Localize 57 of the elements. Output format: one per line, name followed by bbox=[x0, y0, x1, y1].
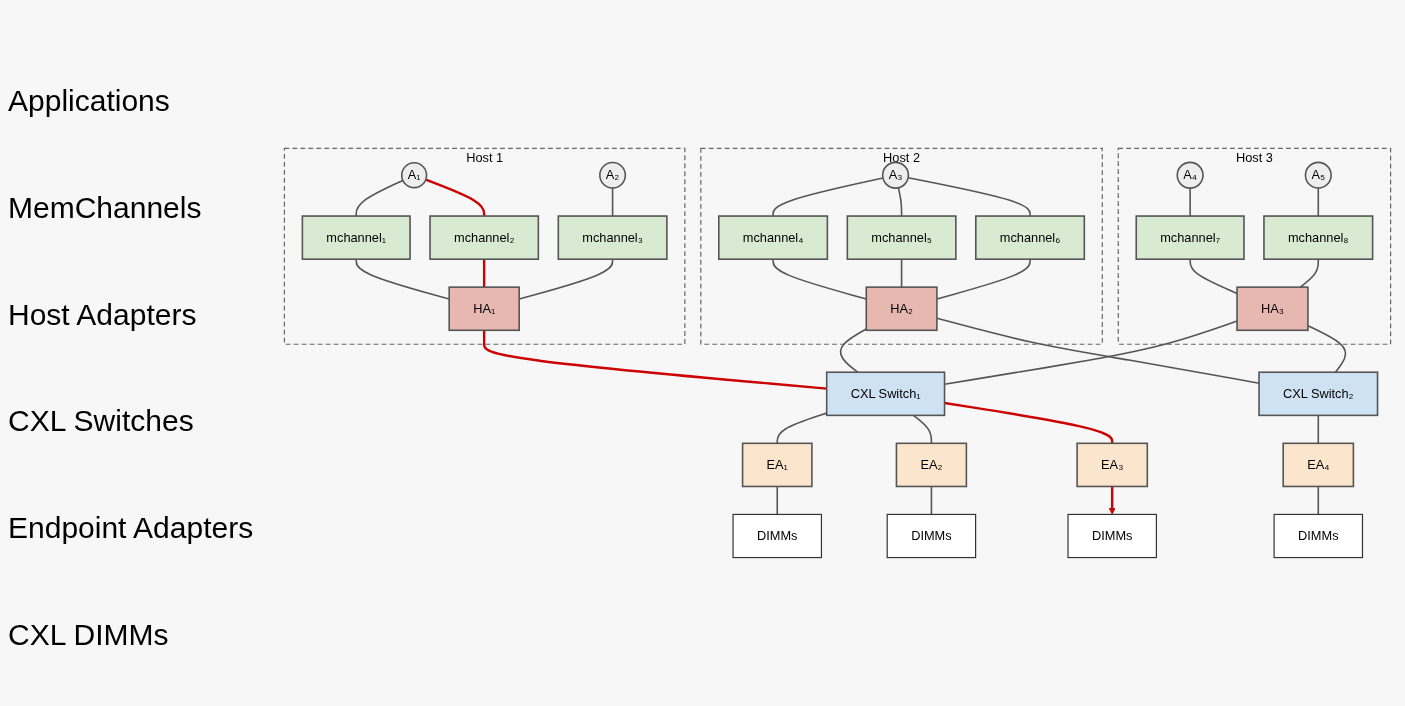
node-box: HA₁ bbox=[448, 286, 520, 332]
node-box: mchannel₄ bbox=[718, 215, 829, 260]
node-box: DIMMs bbox=[886, 513, 977, 559]
connector bbox=[1189, 187, 1191, 217]
node-box: CXL Switch₁ bbox=[825, 371, 946, 417]
node-box: mchannel₁ bbox=[301, 215, 411, 260]
connector bbox=[936, 258, 1031, 300]
node-box: mchannel₅ bbox=[846, 215, 957, 260]
connector bbox=[355, 179, 404, 217]
node-box: DIMMs bbox=[1273, 513, 1364, 559]
connector bbox=[483, 259, 486, 288]
node-box: HA₃ bbox=[1236, 286, 1309, 332]
node-box: mchannel₆ bbox=[975, 215, 1086, 260]
connector bbox=[425, 178, 486, 217]
connector bbox=[772, 177, 884, 217]
connector bbox=[1317, 187, 1320, 217]
connector bbox=[1307, 324, 1347, 374]
node-box: EA₄ bbox=[1282, 442, 1355, 488]
connector bbox=[1189, 258, 1238, 295]
node-box: mchannel₈ bbox=[1263, 215, 1374, 260]
connector bbox=[1317, 485, 1320, 516]
node-circle: A₁ bbox=[400, 162, 428, 189]
connector bbox=[900, 258, 903, 288]
node-box: DIMMs bbox=[732, 513, 823, 559]
node-box: mchannel₃ bbox=[557, 215, 668, 260]
node-box: DIMMs bbox=[1067, 513, 1157, 559]
node-circle: A₂ bbox=[599, 161, 627, 189]
connector bbox=[912, 414, 933, 445]
node-box: mchannel₂ bbox=[429, 215, 540, 260]
connector bbox=[897, 187, 903, 217]
connector bbox=[611, 187, 614, 217]
connector bbox=[776, 485, 779, 516]
row-label: Endpoint Adapters bbox=[8, 510, 255, 545]
connector bbox=[930, 485, 933, 516]
node-circle: A₃ bbox=[881, 161, 910, 189]
row-label: CXL Switches bbox=[8, 404, 195, 439]
connector bbox=[1299, 258, 1320, 288]
node-box: EA₂ bbox=[895, 442, 968, 488]
row-label: MemChannels bbox=[8, 191, 203, 225]
node-box: CXL Switch₂ bbox=[1258, 371, 1379, 417]
connector bbox=[355, 258, 450, 300]
row-label: Applications bbox=[8, 84, 171, 119]
node-box: mchannel₇ bbox=[1135, 215, 1245, 260]
row-label: Host Adapters bbox=[8, 297, 198, 332]
node-circle: A₅ bbox=[1304, 161, 1332, 189]
connector bbox=[483, 330, 827, 390]
connector bbox=[1317, 414, 1320, 445]
connector bbox=[839, 328, 868, 374]
node-circle: A₄ bbox=[1176, 161, 1204, 189]
connector bbox=[936, 317, 1260, 384]
row-label: CXL DIMMs bbox=[8, 617, 170, 652]
node-box: HA₂ bbox=[865, 286, 938, 332]
arrow bbox=[1108, 486, 1116, 515]
connector bbox=[776, 412, 828, 445]
node-box: EA₁ bbox=[741, 442, 813, 488]
node-box: EA₃ bbox=[1076, 442, 1149, 488]
connector bbox=[944, 401, 1114, 444]
